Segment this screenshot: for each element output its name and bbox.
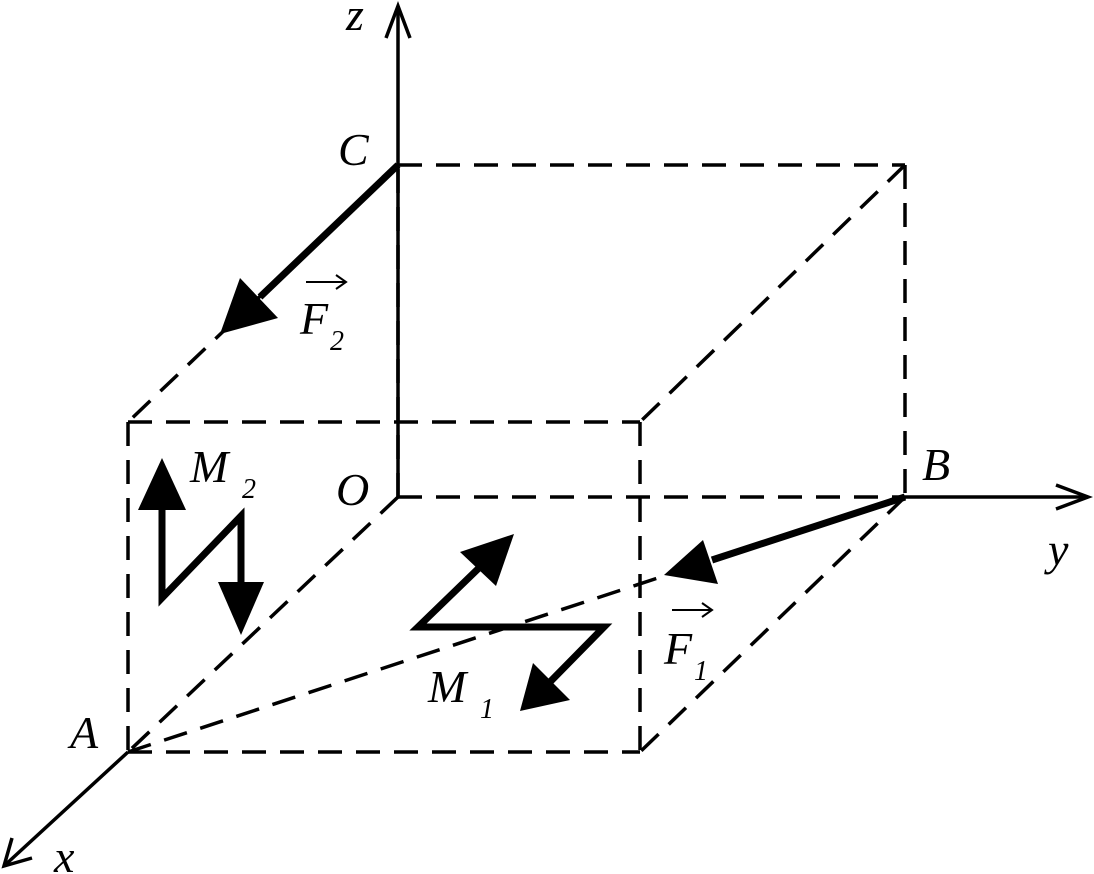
point-label-a: A <box>67 707 99 758</box>
point-label-b: B <box>922 439 950 490</box>
force-f2-symbol: F <box>299 293 329 344</box>
force-f2-subscript: 2 <box>330 326 344 357</box>
moment-m1-label: M 1 <box>427 661 494 725</box>
x-axis <box>1 750 130 869</box>
vector-arrow-icon <box>672 602 714 618</box>
edge-top-right-front-top-right <box>638 163 907 424</box>
edge-o-a <box>126 495 400 754</box>
axis-label-x: x <box>53 831 75 874</box>
moment-m1-symbol: M <box>427 661 469 712</box>
force-f1-subscript: 1 <box>694 656 708 687</box>
force-f1-arrow <box>664 493 907 584</box>
moment-m2-symbol: M <box>189 441 231 492</box>
moment-m1-arrow <box>409 534 613 711</box>
force-f2-label: F 2 <box>299 274 348 357</box>
edge-b-front-bottom-right <box>638 495 907 754</box>
moment-m1-subscript: 1 <box>480 694 494 725</box>
edge-c-front-top-left <box>126 163 400 424</box>
box-edges <box>126 163 907 754</box>
axis-label-z: z <box>345 0 364 40</box>
moment-m2-arrow <box>138 458 264 635</box>
force-f1-label: F 1 <box>663 602 714 687</box>
line-a-b <box>127 572 671 754</box>
point-label-c: C <box>338 124 370 175</box>
moment-m2-label: M 2 <box>189 441 256 505</box>
point-label-o: O <box>336 464 369 515</box>
force-f1-symbol: F <box>663 623 693 674</box>
vector-arrow-icon <box>306 274 348 290</box>
moment-m2-subscript: 2 <box>242 474 256 505</box>
y-axis <box>905 483 1093 511</box>
z-axis <box>384 1 412 497</box>
axis-label-y: y <box>1044 524 1069 575</box>
force-f2-arrow <box>220 162 401 334</box>
